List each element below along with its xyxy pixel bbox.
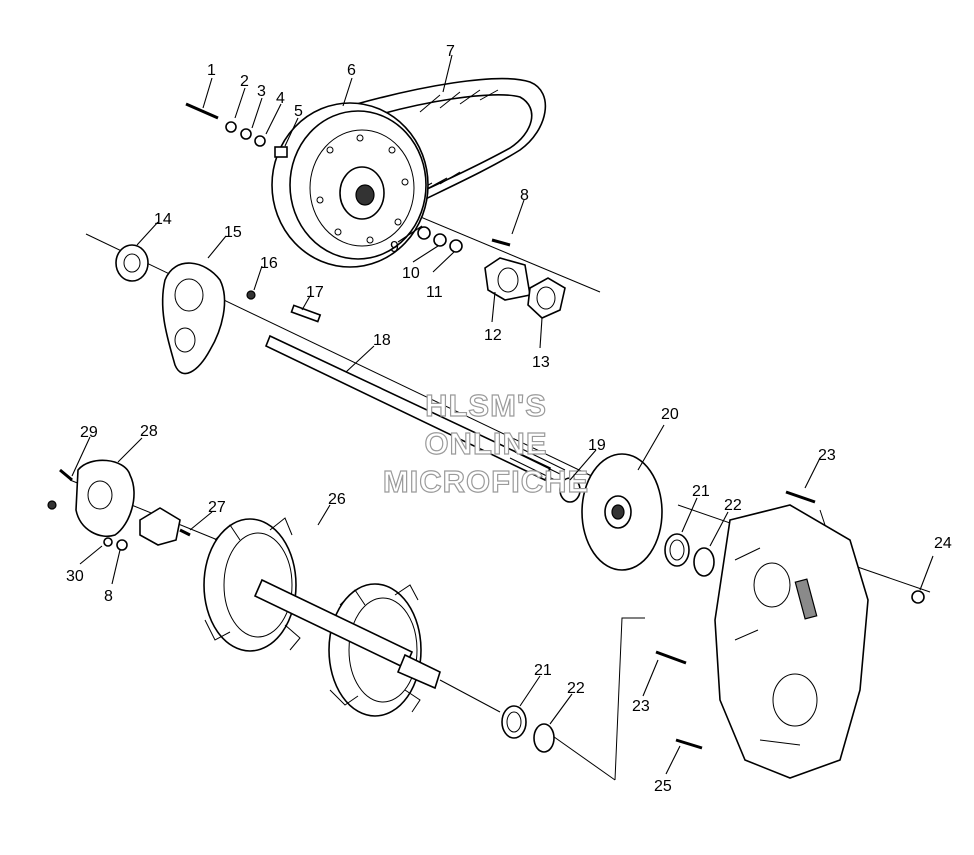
callout-7: 7 (446, 43, 455, 60)
callout-30: 30 (66, 568, 84, 585)
brake-disc (559, 453, 663, 571)
callout-29: 29 (80, 424, 98, 441)
callout-23-lower: 23 (632, 698, 650, 715)
callout-5: 5 (294, 103, 303, 120)
callout-14: 14 (154, 211, 172, 228)
callout-16: 16 (260, 255, 278, 272)
callout-4: 4 (276, 90, 285, 107)
leader-lines (71, 54, 934, 775)
callout-24: 24 (934, 535, 952, 552)
callout-25: 25 (654, 778, 672, 795)
left-plate-assembly (115, 244, 256, 375)
callout-3: 3 (257, 83, 266, 100)
callout-9: 9 (390, 239, 399, 256)
callout-22-lower: 22 (567, 680, 585, 697)
callout-8-lower: 8 (104, 588, 113, 605)
callout-21-lower: 21 (534, 662, 552, 679)
callout-6: 6 (347, 62, 356, 79)
callout-18: 18 (373, 332, 391, 349)
callout-21: 21 (692, 483, 710, 500)
chaincase-housing (655, 490, 925, 779)
callout-12: 12 (484, 327, 502, 344)
left-bearing-plate (47, 459, 191, 551)
track-drive-sprockets (203, 517, 441, 717)
bearings-seals (501, 533, 715, 753)
callout-10: 10 (402, 265, 420, 282)
watermark-line-1: HLSM'S (425, 388, 547, 423)
hardware-top (185, 102, 511, 253)
callout-26: 26 (328, 491, 346, 508)
callout-17: 17 (306, 284, 324, 301)
callout-1: 1 (207, 62, 216, 79)
callout-19: 19 (588, 437, 606, 454)
callout-22: 22 (724, 497, 742, 514)
bearing-flanges-12-13 (484, 257, 566, 319)
callout-13: 13 (532, 354, 550, 371)
callout-23: 23 (818, 447, 836, 464)
callout-labels: 1 2 3 4 5 6 7 8 9 10 11 12 13 14 15 16 1… (66, 43, 952, 795)
watermark-line-2: ONLINE (424, 426, 547, 461)
drive-shaft (264, 304, 566, 482)
callout-2: 2 (240, 73, 249, 90)
callout-11: 11 (426, 284, 443, 301)
watermark: HLSM'S ONLINE MICROFICHE (382, 387, 589, 499)
callout-28: 28 (140, 423, 158, 440)
callout-27: 27 (208, 499, 226, 516)
callout-20: 20 (661, 406, 679, 423)
callout-15: 15 (224, 224, 242, 241)
watermark-line-3: MICROFICHE (383, 464, 589, 499)
callout-8: 8 (520, 187, 529, 204)
upper-sheave (271, 102, 429, 268)
